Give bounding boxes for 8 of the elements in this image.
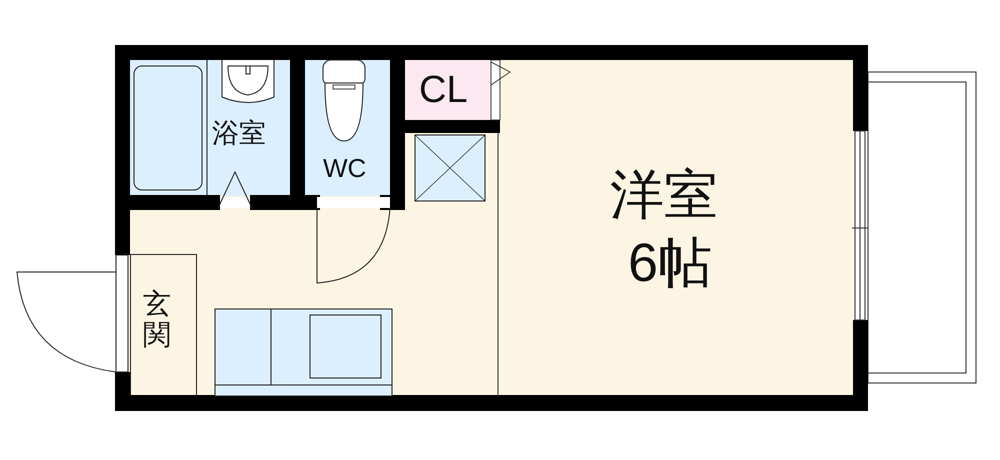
room-label: 浴室	[212, 120, 266, 147]
room-label: CL	[419, 71, 468, 109]
entrance-area	[130, 254, 197, 396]
room-label: 6帖	[628, 236, 712, 290]
room-label: 玄関	[143, 289, 171, 351]
room-label: WC	[323, 155, 366, 181]
room-label: 洋室	[610, 168, 718, 222]
closet-area	[403, 60, 493, 121]
